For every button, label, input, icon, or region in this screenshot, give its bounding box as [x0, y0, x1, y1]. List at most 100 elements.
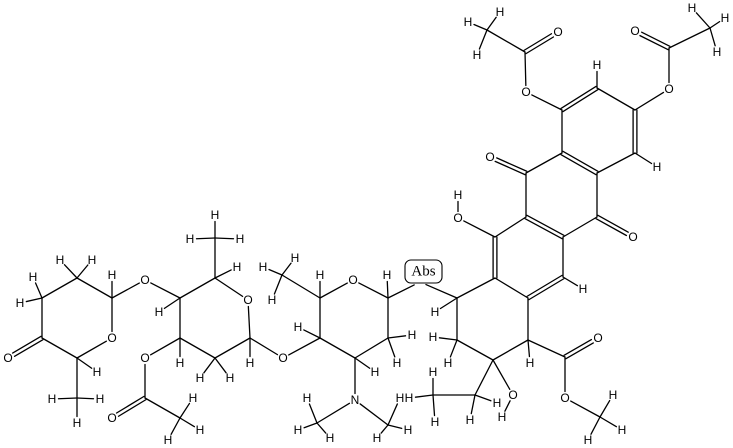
- single-bond: [425, 283, 458, 299]
- hydrogen-atom-label: H: [246, 356, 255, 370]
- single-bond: [281, 274, 321, 299]
- hydrogen-bond-line: [562, 276, 579, 287]
- hydrogen-bond-line: [214, 269, 232, 279]
- hydrogen-atom-label: H: [609, 388, 618, 402]
- hydrogen-atom-label: H: [291, 251, 300, 265]
- hydrogen-atom-label: H: [653, 160, 662, 174]
- hydrogen-atom-label: H: [88, 253, 97, 267]
- single-bond: [524, 51, 527, 87]
- single-bond: [492, 339, 529, 361]
- single-bond: [525, 152, 563, 174]
- oxygen-atom-label: O: [553, 25, 562, 39]
- single-bond: [562, 216, 598, 238]
- hydrogen-atom-label: H: [444, 356, 453, 370]
- hydrogen-bond-line: [590, 416, 601, 435]
- hydrogen-atom-label: H: [383, 268, 392, 282]
- hydrogen-atom-label: H: [93, 365, 102, 379]
- hydrogen-atom-label: H: [373, 431, 382, 445]
- single-bond: [492, 359, 511, 391]
- hydrogen-atom-label: H: [316, 268, 325, 282]
- single-bond: [149, 337, 181, 356]
- double-bond: [525, 36, 555, 55]
- single-bond: [486, 29, 526, 53]
- single-bond: [527, 339, 566, 358]
- hydrogen-atom-label: H: [233, 260, 242, 274]
- hydrogen-atom-label: H: [48, 392, 57, 406]
- hydrogen-bond-line: [63, 264, 78, 279]
- hydrogen-atom-label: H: [236, 232, 245, 246]
- hydrogen-bond-line: [439, 297, 458, 310]
- hydrogen-bond-line: [203, 357, 216, 374]
- oxygen-atom-label: O: [348, 273, 357, 287]
- double-bond: [494, 160, 526, 176]
- hydrogen-bond-line: [387, 424, 403, 430]
- double-bond: [560, 85, 597, 110]
- hydrogen-bond-line: [195, 237, 216, 240]
- single-bond: [150, 282, 181, 299]
- hydrogen-bond-line: [599, 416, 618, 428]
- single-bond: [494, 216, 527, 238]
- hydrogen-bond-line: [76, 357, 93, 369]
- single-bond: [319, 337, 356, 359]
- double-bond: [565, 342, 594, 360]
- hydrogen-bond-line: [473, 23, 488, 31]
- single-bond: [76, 340, 108, 359]
- single-bond: [668, 27, 711, 49]
- single-bond: [76, 277, 113, 299]
- hydrogen-atom-label: H: [326, 431, 335, 445]
- oxygen-atom-label: O: [3, 351, 12, 365]
- nitrogen-atom-label: N: [351, 393, 360, 407]
- hydrogen-atom-label: H: [268, 293, 277, 307]
- hydrogen-bond-line: [316, 422, 327, 434]
- double-bond: [597, 214, 629, 233]
- hydrogen-atom-label: H: [393, 356, 402, 370]
- single-bond: [111, 282, 140, 299]
- hydrogen-atom-label: H: [496, 5, 505, 19]
- hydrogen-bond-line: [380, 424, 389, 434]
- hydrogen-atom-label: H: [186, 232, 195, 246]
- hydrogen-bond-line: [76, 397, 95, 400]
- hydrogen-bond-line: [273, 274, 283, 295]
- hydrogen-atom-label: H: [493, 396, 502, 410]
- single-bond: [247, 305, 251, 339]
- hydrogen-bond-line: [308, 403, 318, 424]
- hydrogen-bond-line: [432, 394, 436, 417]
- single-bond: [179, 277, 216, 299]
- single-bond: [354, 337, 389, 359]
- hydrogen-bond-line: [414, 394, 434, 398]
- hydrogen-atom-label: H: [176, 356, 185, 370]
- hydrogen-atom-label: H: [259, 260, 268, 274]
- oxygen-atom-label: O: [628, 230, 637, 244]
- single-bond: [531, 94, 563, 111]
- oxygen-atom-label: O: [107, 331, 116, 345]
- single-bond: [456, 339, 494, 361]
- single-bond: [570, 400, 601, 418]
- hydrogen-atom-label: H: [431, 415, 440, 429]
- hydrogen-bond-line: [268, 268, 283, 276]
- hydrogen-bond-line: [303, 422, 318, 429]
- hydrogen-bond-line: [386, 280, 389, 299]
- bonds: [11, 12, 721, 435]
- hydrogen-atom-label: H: [618, 423, 627, 437]
- double-bond: [562, 150, 599, 173]
- hydrogen-bond-line: [214, 357, 227, 374]
- oxygen-atom-label: O: [508, 388, 517, 402]
- hydrogen-atom-label: H: [466, 413, 475, 427]
- single-bond: [463, 220, 496, 238]
- hydrogen-atom-label: H: [211, 208, 220, 222]
- hydrogen-atom-label: H: [713, 45, 722, 59]
- hydrogen-atom-label: H: [294, 320, 303, 334]
- hydrogen-atom-label: H: [196, 423, 205, 437]
- hydrogen-bond-line: [170, 417, 181, 435]
- double-bond: [524, 218, 563, 240]
- hydrogen-atom-label: H: [189, 391, 198, 405]
- double-bond: [528, 277, 565, 301]
- hydrogen-atom-label: H: [526, 356, 535, 370]
- single-bond: [214, 337, 251, 359]
- single-bond: [494, 277, 529, 299]
- oxygen-atom-label: O: [560, 391, 569, 405]
- hydrogen-bond-line: [387, 335, 407, 339]
